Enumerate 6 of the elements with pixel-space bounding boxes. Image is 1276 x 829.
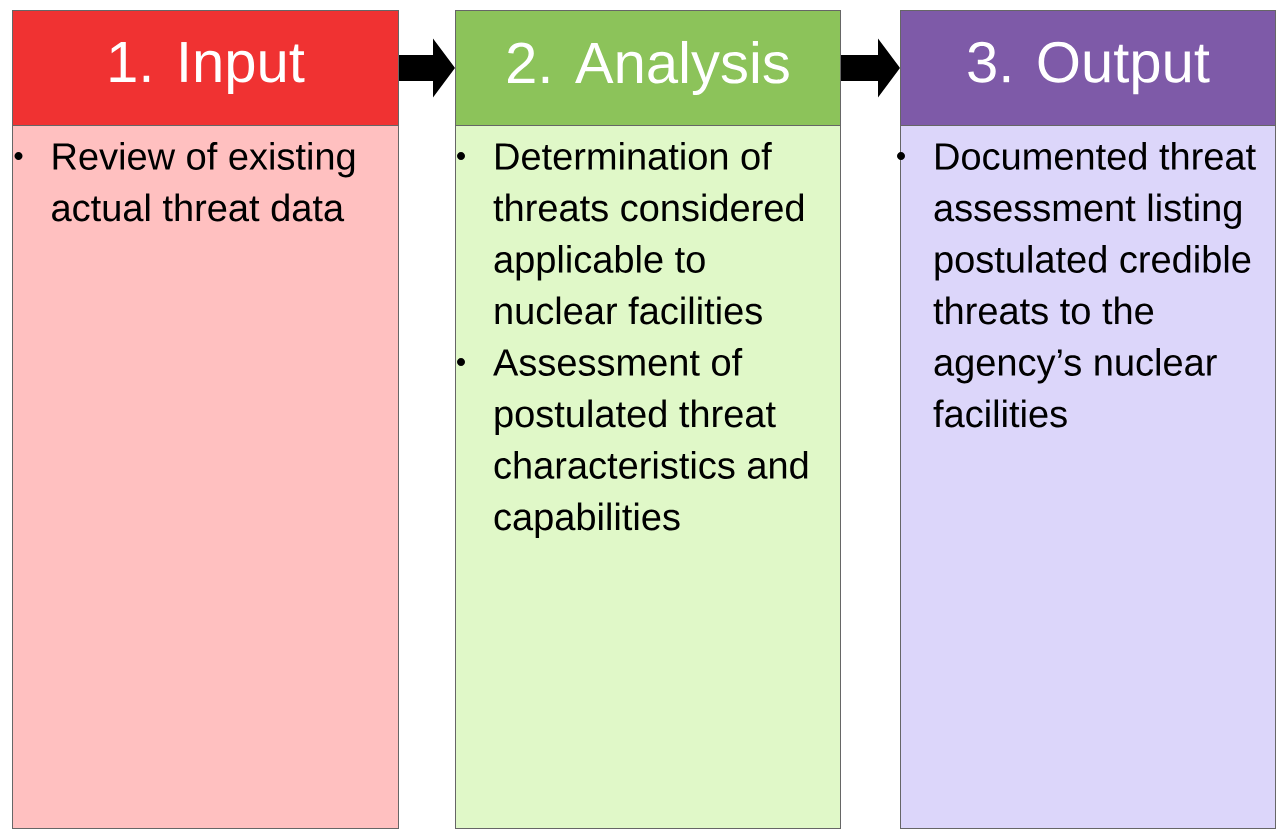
content-box: Review of existing actual threat data bbox=[12, 125, 399, 829]
content-box: Documented threat assessment listing postulated credible threats to the agency’s nuclear facilities bbox=[897, 125, 1276, 829]
content-box: Determination of threats considered applicable to nuclear facilities Assessment of postulated threat characteristics and capabilities bbox=[455, 125, 841, 829]
header-box: 2. Analysis bbox=[455, 10, 841, 126]
header-box: 3. Output bbox=[900, 10, 1276, 126]
header-box: 1. Input bbox=[12, 10, 399, 126]
